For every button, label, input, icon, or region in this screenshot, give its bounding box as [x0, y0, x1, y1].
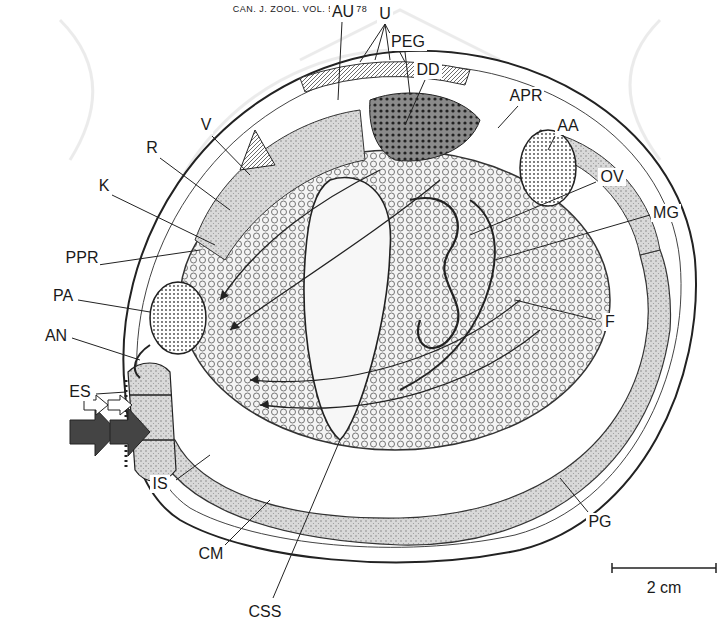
part-label: PPR — [64, 249, 101, 267]
part-label: U — [377, 5, 393, 23]
part-label: CSS — [247, 603, 284, 621]
part-label: PA — [51, 287, 75, 305]
part-label: F — [603, 313, 617, 331]
part-label: DD — [414, 61, 441, 79]
part-label: R — [144, 139, 160, 157]
part-label: V — [199, 116, 214, 134]
part-label: CM — [197, 545, 226, 563]
part-label: IS — [150, 475, 169, 493]
part-label: PG — [586, 513, 613, 531]
part-label: ES — [67, 383, 92, 401]
part-label: PEG — [389, 33, 427, 51]
part-label: OV — [598, 168, 625, 186]
part-label: AU — [330, 3, 356, 21]
scale-label: 2 cm — [645, 579, 684, 597]
part-label: AA — [555, 117, 580, 135]
part-label: APR — [508, 87, 545, 105]
part-label: AN — [43, 327, 69, 345]
part-label: MG — [651, 204, 681, 222]
part-label: K — [97, 177, 112, 195]
